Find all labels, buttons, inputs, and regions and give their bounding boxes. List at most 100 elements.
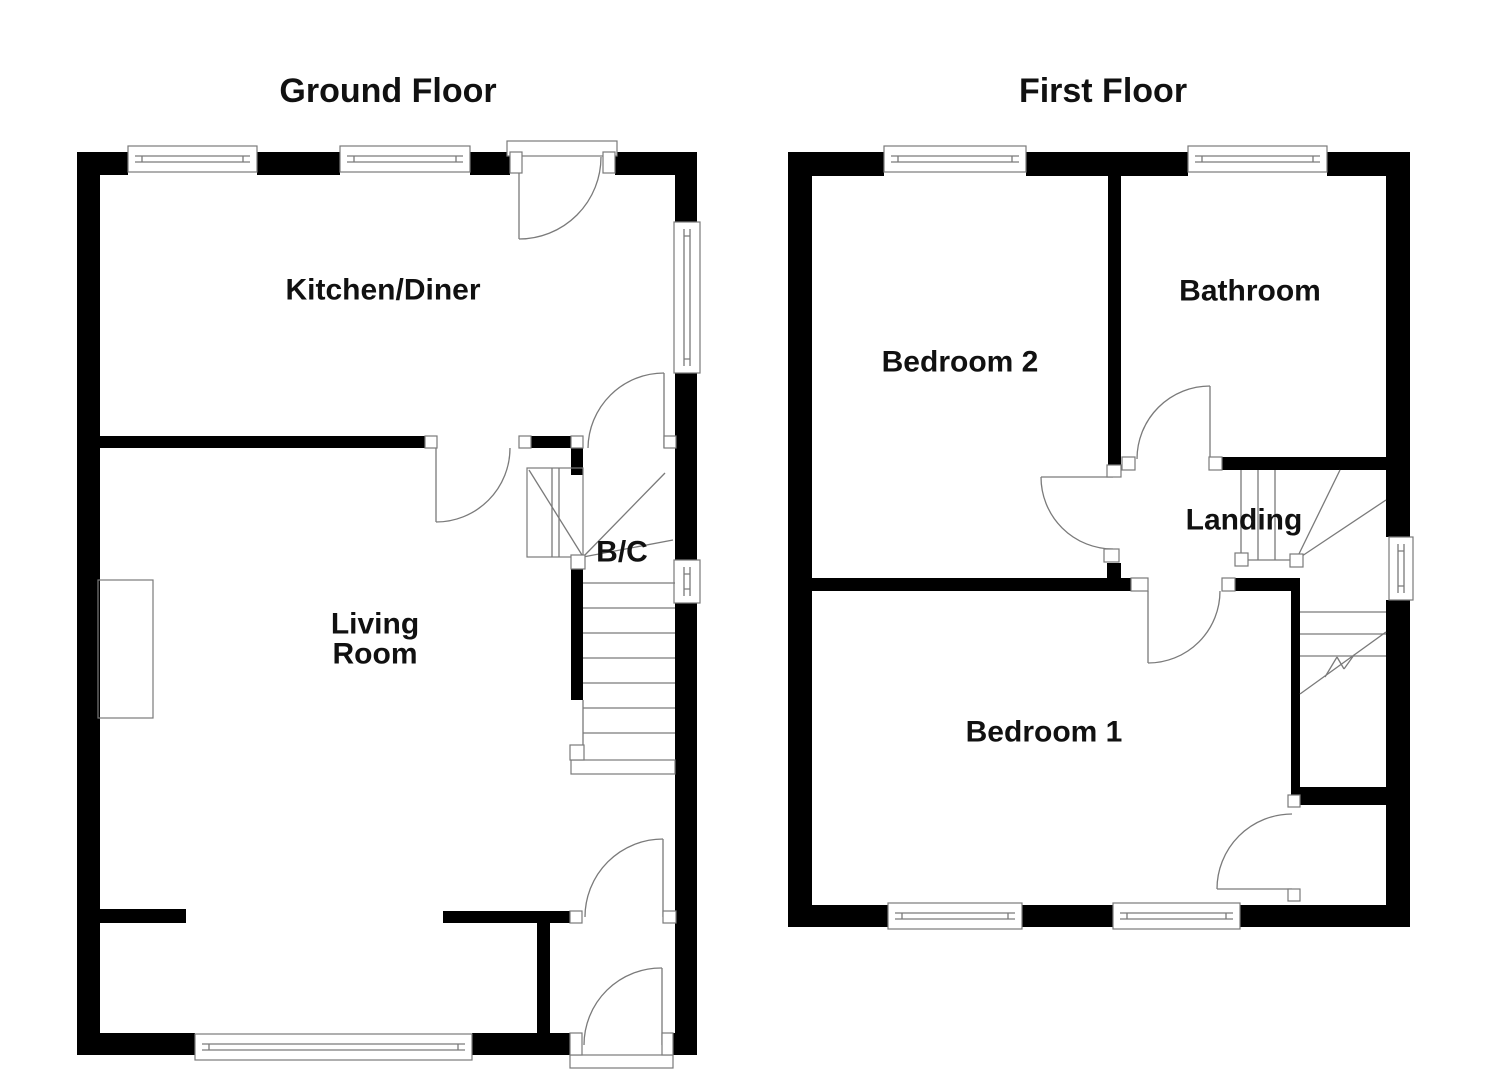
door-threshold [569,1054,674,1069]
door-stop [1287,794,1301,808]
door-swing-arc [587,372,665,449]
stair-line [582,539,674,558]
door-stop [661,1032,674,1056]
door-swing-arc [584,838,664,918]
door-stop [1103,548,1120,563]
door-stop [1130,577,1149,592]
door-stop [1287,888,1301,902]
door-threshold [506,140,618,157]
back-door-icon [518,156,602,240]
first-floor-wall [788,152,884,176]
door-stop [1121,456,1136,471]
first-floor-wall [788,152,812,927]
door-stop [518,435,532,449]
ground-floor-title: Ground Floor [279,72,496,110]
bathroom-door-icon [1136,385,1211,460]
window-icon [339,145,471,173]
door-stop [569,910,583,924]
ground-floor-wall [443,911,570,923]
ground-floor-wall [537,923,550,1033]
door-stop [509,151,523,174]
window-icon [887,902,1023,930]
stair-line [1343,654,1355,670]
ground-floor-wall [531,436,571,448]
kitchen-door-icon [587,372,665,449]
first-floor-wall [788,905,888,927]
first-floor-wall [1234,578,1300,591]
ground-floor-wall [100,436,425,448]
ground-floor-wall [675,152,697,222]
room-label-bedroom-2: Bedroom 2 [882,346,1039,379]
hall-door-icon [584,838,664,918]
window-icon [673,559,701,604]
first-floor-wall [1291,591,1300,795]
ground-floor-wall [571,448,583,475]
room-label-bc: B/C [596,536,648,569]
ground-floor-wall [673,1033,697,1055]
window-icon [1388,536,1414,601]
room-label-kitchen-diner: Kitchen/Diner [285,274,480,307]
door-swing-arc [1136,385,1211,460]
ground-floor-wall [100,909,186,923]
door-swing-arc [583,967,663,1046]
stair-line [528,469,583,556]
window-icon [673,221,701,374]
stair-line [1299,631,1387,695]
door-stop [570,435,584,449]
door-stop [1221,577,1236,592]
door-stop [663,435,677,449]
door-stop [424,435,438,449]
front-door-icon [583,967,663,1046]
stair-line [1295,469,1341,561]
ground-floor-wall [472,1033,570,1055]
room-label-bathroom: Bathroom [1179,275,1321,308]
first-floor-wall [1386,600,1410,927]
window-icon [1112,902,1241,930]
first-floor-wall [1386,152,1410,537]
ground-floor-wall [77,152,100,1055]
ground-floor-wall [571,557,583,700]
door-stop [1208,456,1223,471]
stair-line [582,472,666,558]
door-swing-arc [1040,476,1114,550]
window-icon [1187,145,1328,173]
first-floor-wall [812,578,1131,591]
room-label-bedroom-1: Bedroom 1 [966,716,1123,749]
window-icon [127,145,258,173]
cupboard-door-icon [1216,813,1293,890]
ground-floor-wall [675,373,697,560]
ground-floor-wall [470,152,510,175]
door-stop [569,1032,583,1056]
first-floor-wall [1300,787,1388,805]
window-icon [194,1033,473,1061]
door-stop [602,151,616,174]
first-floor-wall [1022,905,1113,927]
window-icon [883,145,1027,173]
stair-line [1324,656,1338,678]
door-stop [1289,553,1304,568]
bedroom-2-door-icon [1040,476,1114,550]
first-floor-title: First Floor [1019,72,1187,110]
room-label-landing: Landing [1186,504,1303,537]
ground-floor-wall [675,603,697,1055]
outline-box [97,579,154,719]
ground-floor-wall [77,152,128,175]
first-floor-wall [1108,176,1121,465]
stair-line [1336,656,1345,670]
door-swing-arc [1216,813,1293,890]
door-stop [1234,552,1249,567]
door-stop [662,910,677,924]
door-stop [570,554,586,570]
living-room-door-icon [435,447,511,523]
outline-box [526,467,584,558]
outline-box [570,759,676,775]
stair-line [1295,499,1387,561]
ground-floor-wall [257,152,340,175]
door-stop [1106,464,1122,478]
door-stop [569,744,585,761]
first-floor-wall [1222,457,1388,470]
